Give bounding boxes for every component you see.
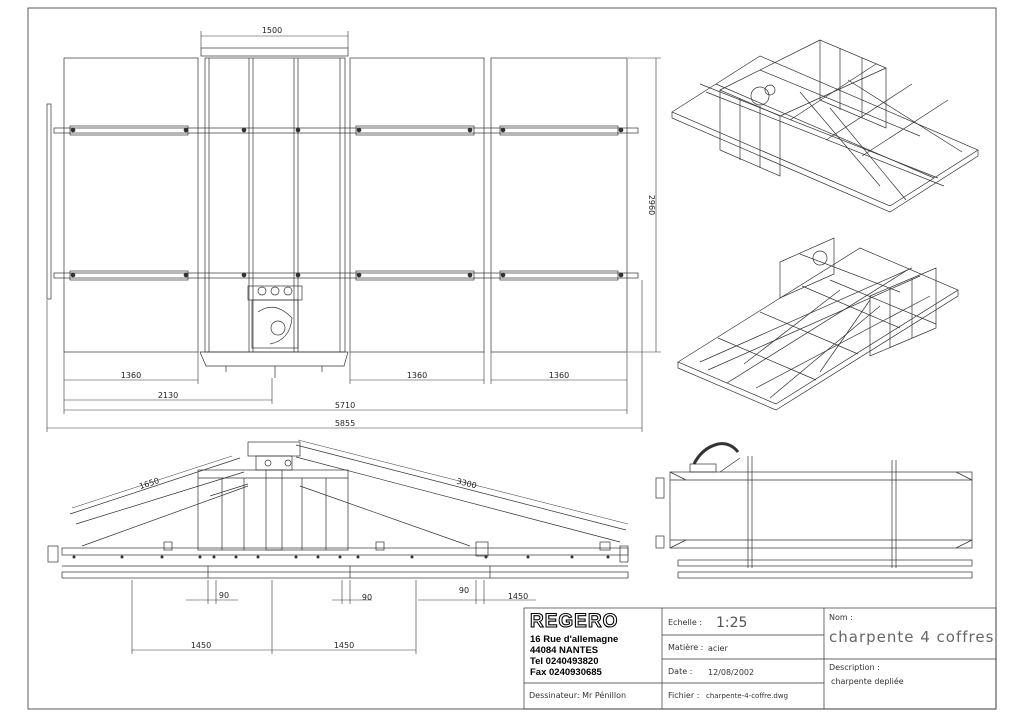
description-value: charpente depliée xyxy=(831,676,904,686)
side-view-dots xyxy=(72,555,610,559)
plan-panel-4 xyxy=(490,57,628,353)
dim-90-a: 90 xyxy=(219,591,229,600)
date-value: 12/08/2002 xyxy=(708,668,754,677)
plan-panel-2 xyxy=(204,57,346,353)
side-view xyxy=(47,439,629,579)
name-value: charpente 4 coffres xyxy=(829,628,994,646)
title-block-text: REGERO 16 Rue d'allemagne 44084 NANTES T… xyxy=(529,610,994,700)
folded-view xyxy=(655,442,973,579)
dim-5710: 5710 xyxy=(335,401,355,410)
dim-1360-c: 1360 xyxy=(549,371,569,380)
material-value: acier xyxy=(708,644,728,653)
dim-1650: 1650 xyxy=(138,476,160,491)
dim-2130: 2130 xyxy=(158,391,178,400)
dim-90-b: 90 xyxy=(362,593,372,602)
date-label: Date : xyxy=(668,667,692,676)
company-phone: Tel 0240493820 xyxy=(530,656,599,667)
plan-dimensions xyxy=(46,31,661,432)
company-logo: REGERO xyxy=(530,611,618,632)
draftsman: Dessinateur: Mr Pénillon xyxy=(529,690,626,700)
dim-5855: 5855 xyxy=(335,419,355,428)
plan-view xyxy=(46,47,639,378)
dim-1450-c: 1450 xyxy=(508,592,528,601)
dim-90-c: 90 xyxy=(459,586,469,595)
scale-value: 1:25 xyxy=(716,615,747,631)
dim-1500: 1500 xyxy=(262,26,282,35)
dim-1450-b: 1450 xyxy=(334,641,354,650)
dim-1360-b: 1360 xyxy=(407,371,427,380)
plan-panel-3 xyxy=(349,57,485,353)
company-address-line2: 44084 NANTES xyxy=(530,645,598,656)
title-block xyxy=(523,607,997,710)
dim-3300: 3300 xyxy=(456,477,478,491)
material-label: Matière : xyxy=(668,642,703,652)
dim-1450-a: 1450 xyxy=(191,641,211,650)
company-address-line1: 16 Rue d'allemagne xyxy=(530,634,618,645)
sheet-border xyxy=(27,7,997,710)
dim-2960: 2960 xyxy=(647,195,656,215)
name-label: Nom : xyxy=(829,613,853,622)
file-label: Fichier : xyxy=(668,691,699,700)
company-fax: Fax 0240930685 xyxy=(530,667,603,678)
dim-1360-a: 1360 xyxy=(121,371,141,380)
description-label: Description : xyxy=(829,663,880,672)
isometric-view-top xyxy=(671,39,979,213)
scale-label: Echelle : xyxy=(668,618,702,627)
side-dimensions xyxy=(131,580,536,654)
plan-panel-1 xyxy=(63,57,199,353)
plan-dimension-labels: 1500 2960 1360 1360 1360 2130 5710 5855 xyxy=(121,26,656,428)
isometric-view-middle xyxy=(677,237,959,411)
file-value: charpente-4-coffre.dwg xyxy=(706,692,788,700)
